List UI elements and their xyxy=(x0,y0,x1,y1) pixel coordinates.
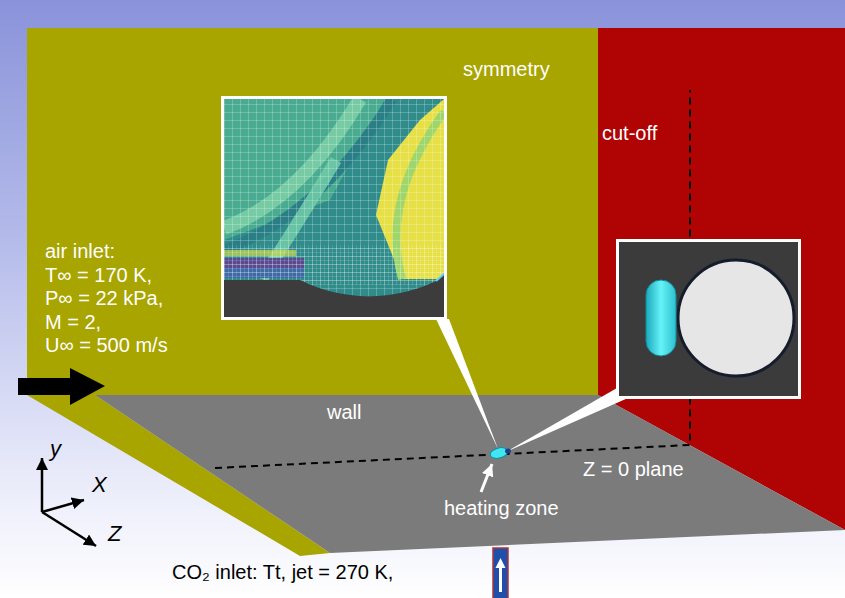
pointer-arrow xyxy=(481,464,492,492)
cavity-edge xyxy=(436,272,444,281)
axis-arrow xyxy=(42,512,96,546)
wall-cavity xyxy=(224,272,444,317)
jet-hole xyxy=(505,449,511,454)
axis-arrow xyxy=(42,500,84,512)
wall-face-outline xyxy=(95,395,845,553)
mesh-grid-refined xyxy=(224,245,444,285)
inlet-label: air inlet: xyxy=(45,240,115,263)
heating-zone-label: heating zone xyxy=(444,497,559,520)
jet-flow-arrow xyxy=(499,566,502,592)
axis-label: y xyxy=(50,436,61,461)
face-label: symmetry xyxy=(463,58,550,81)
heating-inset xyxy=(619,242,798,396)
callout-leader xyxy=(436,319,498,449)
wall-surface xyxy=(619,242,798,396)
heating-zone-marker xyxy=(489,446,509,460)
jet-flow-arrow-head xyxy=(496,558,506,568)
mesh-inset xyxy=(224,99,444,317)
wall-face: wall xyxy=(95,395,845,553)
inlet-condition: T∞ = 170 K, xyxy=(45,264,152,287)
face-label: wall xyxy=(327,401,361,424)
jet-pipe xyxy=(493,548,508,598)
jet-orifice xyxy=(678,260,794,376)
symmetry-face-fill xyxy=(27,28,598,395)
axis-label: Z xyxy=(108,521,121,546)
jet-inlet-label: CO₂ inlet: Tt, jet = 270 K, xyxy=(172,561,393,584)
inset-frame xyxy=(223,98,446,319)
axis-label: X xyxy=(92,472,107,497)
heating-element xyxy=(646,280,676,356)
inlet-condition: P∞ = 22 kPa, xyxy=(45,287,163,310)
wall-face-fill xyxy=(95,395,845,553)
inlet-condition: U∞ = 500 m/s xyxy=(45,334,168,357)
axis-arrow xyxy=(41,458,44,512)
callout-leader xyxy=(506,388,628,452)
inlet-condition: M = 2, xyxy=(45,311,101,334)
face-label: cut-off xyxy=(602,122,657,145)
inset-frame xyxy=(618,241,800,398)
flow-direction-arrow xyxy=(18,368,105,405)
plane-label: Z = 0 plane xyxy=(583,458,684,481)
